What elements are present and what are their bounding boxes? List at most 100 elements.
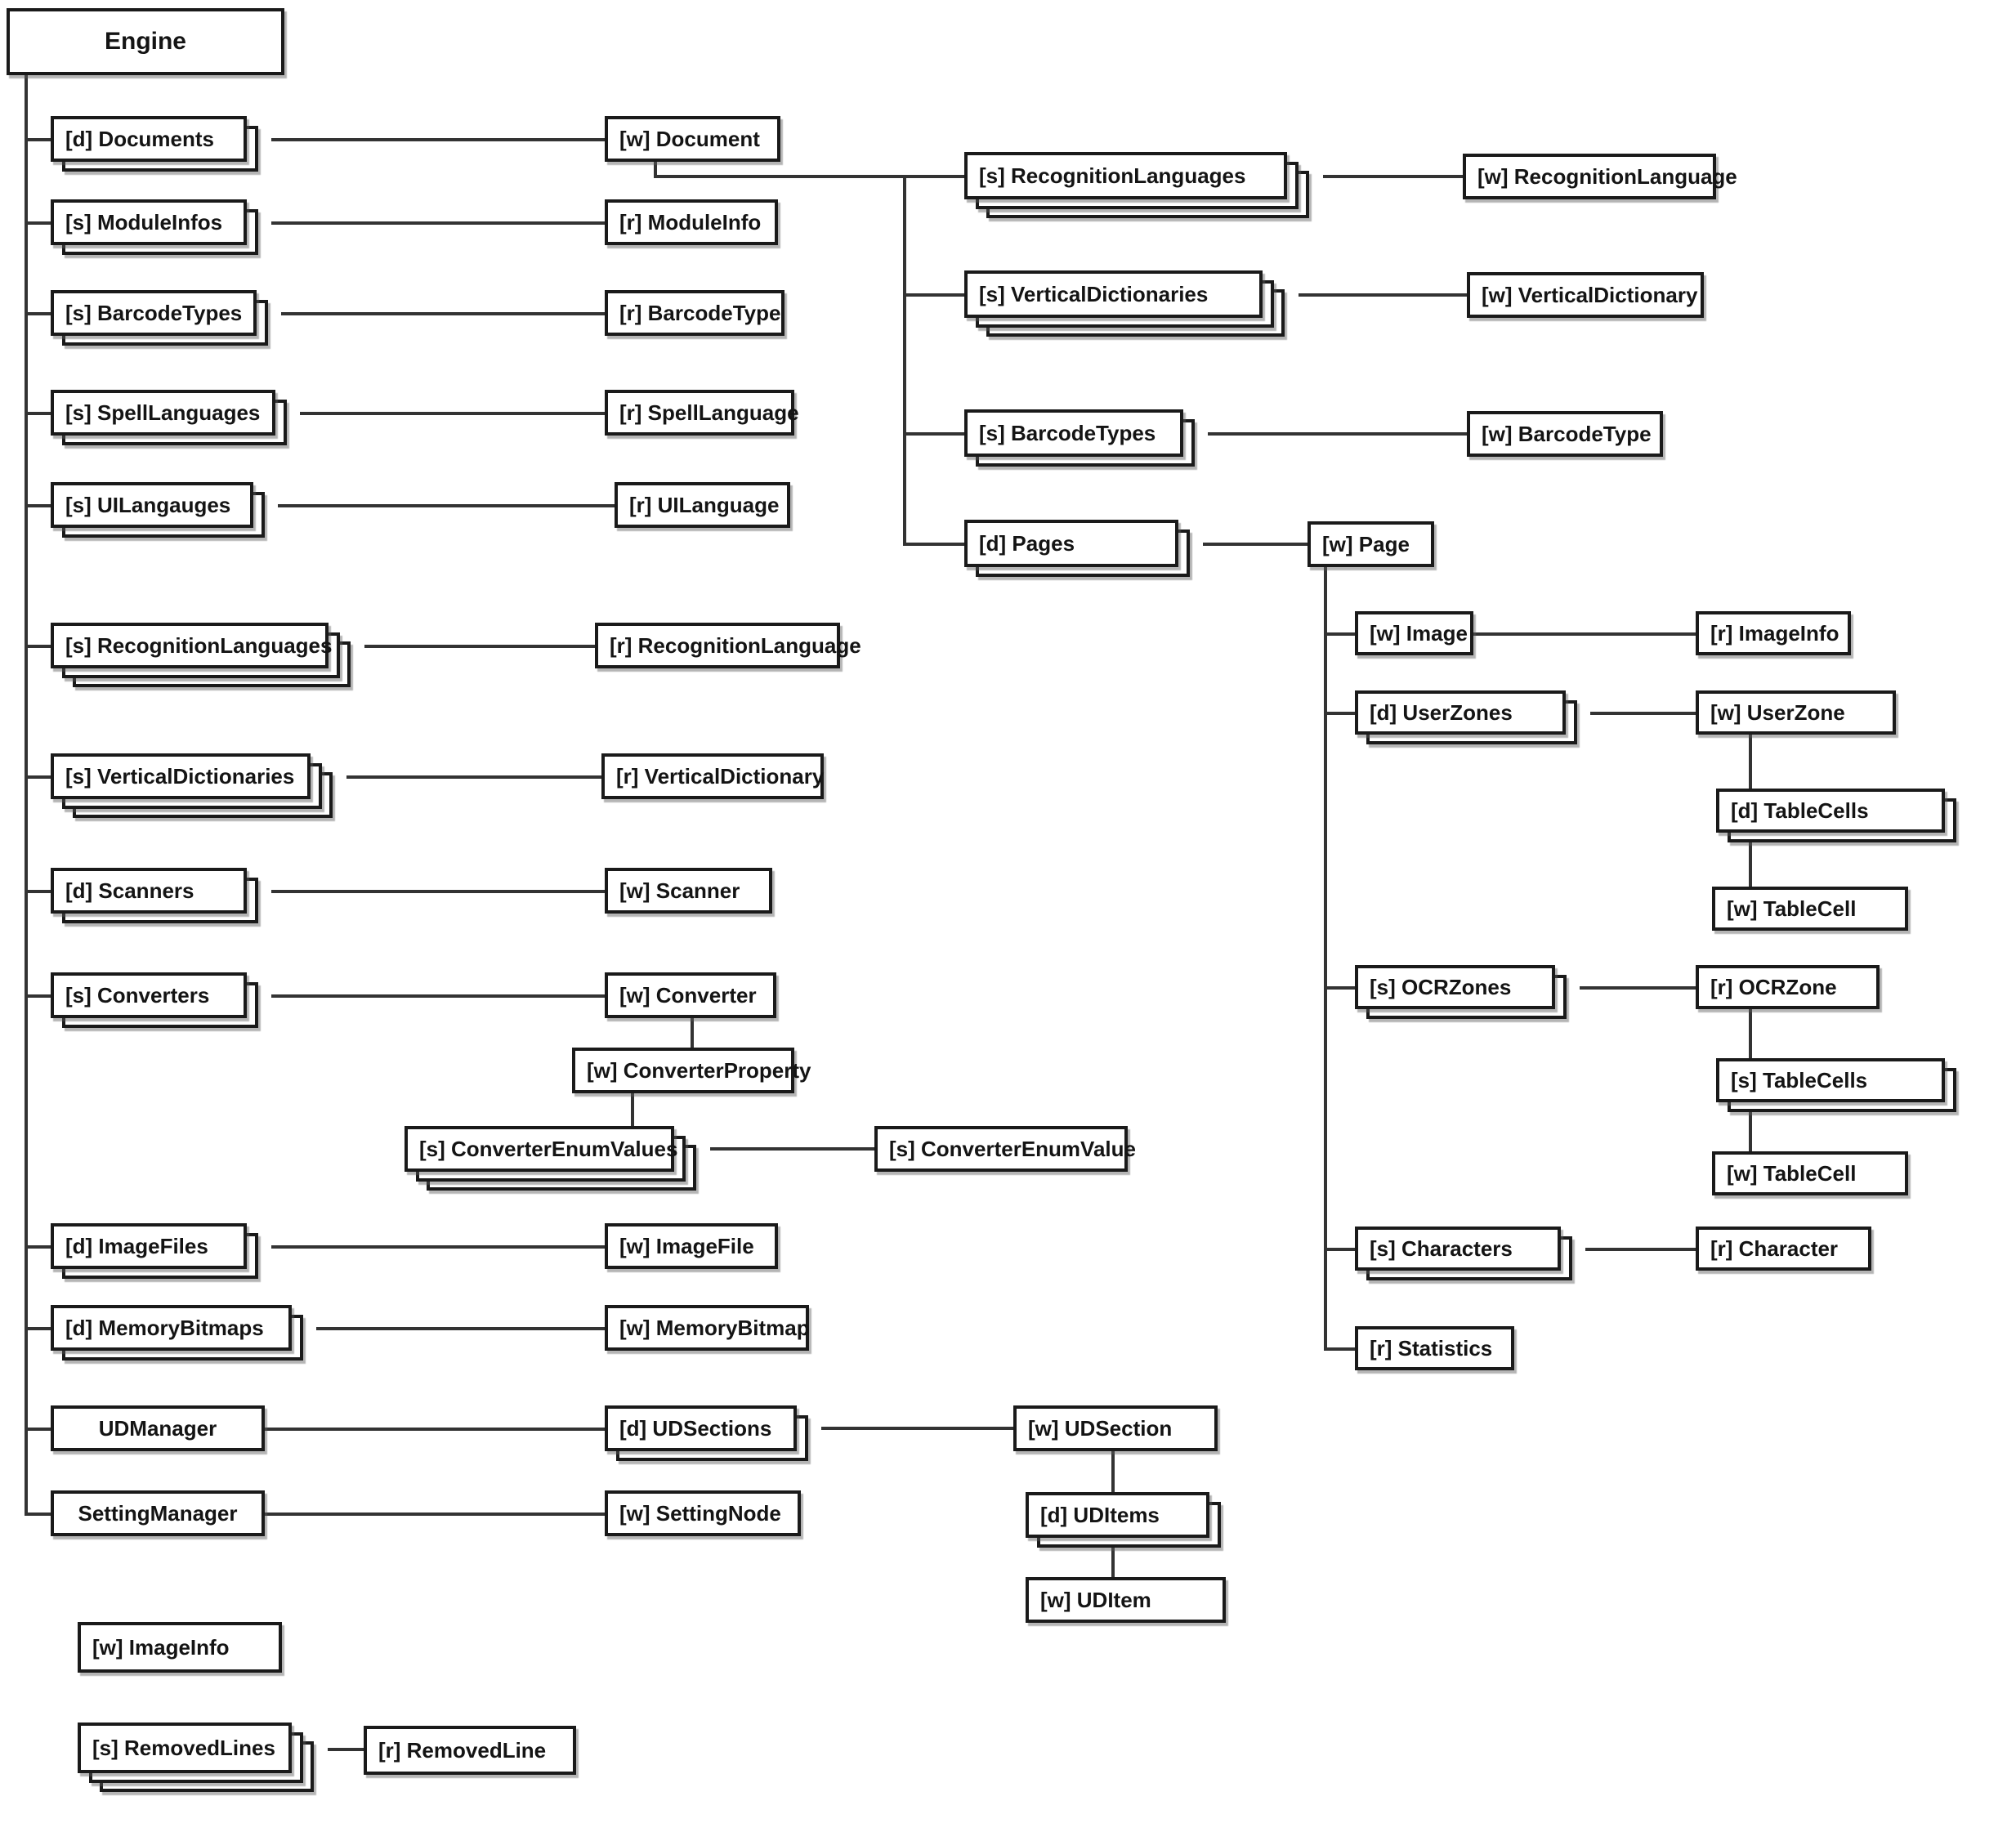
node-doc-recognitionlanguage-label: [w] RecognitionLanguage [1463, 154, 1737, 199]
node-tablecell-w1-label: [w] TableCell [1712, 887, 1908, 931]
connector-line [1580, 986, 1696, 990]
node-converterenumvalue-label: [s] ConverterEnumValue [874, 1126, 1136, 1172]
node-settingnode-label: [w] SettingNode [605, 1490, 801, 1536]
connector-line [1324, 1347, 1355, 1351]
node-tablecell-w2: [w] TableCell [1712, 1151, 1908, 1195]
node-doc-barcodetype-label: [w] BarcodeType [1467, 411, 1663, 457]
node-spelllanguages-label: [s] SpellLanguages [51, 390, 275, 436]
node-converterenumvalue: [s] ConverterEnumValue [874, 1126, 1136, 1172]
node-tablecells-s: [s] TableCells [1716, 1058, 1956, 1112]
node-converterproperty-label: [w] ConverterProperty [572, 1048, 811, 1093]
connector-line [631, 1092, 634, 1128]
node-uditem-label: [w] UDItem [1026, 1577, 1226, 1623]
connector-line [271, 221, 605, 225]
node-barcodetypes-label: [s] BarcodeTypes [51, 290, 257, 336]
connector-line [25, 138, 51, 141]
connector-line [903, 293, 964, 297]
node-ocrzones-label: [s] OCRZones [1355, 965, 1555, 1009]
node-tablecell-w2-label: [w] TableCell [1712, 1151, 1908, 1195]
node-tablecells-d-label: [d] TableCells [1716, 789, 1945, 833]
node-character-label: [r] Character [1696, 1227, 1871, 1271]
node-documents: [d] Documents [51, 116, 258, 172]
connector-line [1749, 833, 1752, 888]
connector-line [25, 312, 51, 315]
connector-line [25, 1327, 51, 1330]
node-imageinfo-r: [r] ImageInfo [1696, 611, 1851, 655]
node-imageinfo-w-label: [w] ImageInfo [78, 1622, 282, 1673]
node-imageinfo-r-label: [r] ImageInfo [1696, 611, 1851, 655]
connector-line [691, 1017, 694, 1049]
node-moduleinfos: [s] ModuleInfos [51, 199, 258, 255]
node-ocrzones: [s] OCRZones [1355, 965, 1567, 1019]
node-uilanguage-label: [r] UILanguage [615, 482, 790, 528]
node-udsection: [w] UDSection [1013, 1405, 1218, 1451]
node-statistics: [r] Statistics [1355, 1326, 1514, 1370]
node-imagefile: [w] ImageFile [605, 1223, 778, 1269]
node-pages: [d] Pages [964, 520, 1190, 577]
connector-line [346, 775, 601, 779]
connector-line [25, 74, 28, 1513]
connector-line [278, 504, 615, 507]
node-document-label: [w] Document [605, 116, 780, 162]
node-spelllanguage-label: [r] SpellLanguage [605, 390, 799, 436]
connector-line [1324, 986, 1355, 990]
node-converter: [w] Converter [605, 972, 776, 1018]
node-doc-verticaldictionary-label: [w] VerticalDictionary [1467, 272, 1704, 318]
connector-line [1473, 632, 1696, 636]
node-doc-recognitionlanguage: [w] RecognitionLanguage [1463, 154, 1737, 199]
node-doc-recognitionlanguages-label: [s] RecognitionLanguages [964, 152, 1287, 199]
node-udsections-label: [d] UDSections [605, 1405, 797, 1451]
connector-line [1324, 1248, 1355, 1251]
node-converters-label: [s] Converters [51, 972, 247, 1018]
node-characters-label: [s] Characters [1355, 1227, 1561, 1271]
node-tablecell-w1: [w] TableCell [1712, 887, 1908, 931]
node-doc-recognitionlanguages: [s] RecognitionLanguages [964, 152, 1309, 218]
node-scanners-label: [d] Scanners [51, 868, 247, 914]
node-imageinfo-w: [w] ImageInfo [78, 1622, 282, 1673]
connector-line [1585, 1248, 1696, 1251]
node-udsections: [d] UDSections [605, 1405, 808, 1461]
node-moduleinfo: [r] ModuleInfo [605, 199, 778, 245]
connector-line [25, 645, 51, 648]
node-imagefile-label: [w] ImageFile [605, 1223, 778, 1269]
node-settingmanager: SettingManager [51, 1490, 265, 1536]
connector-line [328, 1748, 364, 1751]
connector-line [25, 1428, 51, 1431]
connector-line [710, 1147, 874, 1151]
connector-line [1299, 293, 1467, 297]
node-converters: [s] Converters [51, 972, 258, 1028]
node-userzone-label: [w] UserZone [1696, 690, 1896, 735]
connector-line [271, 890, 605, 893]
connector-line [25, 994, 51, 998]
connector-line [1203, 543, 1307, 546]
node-removedlines: [s] RemovedLines [78, 1723, 314, 1792]
node-scanners: [d] Scanners [51, 868, 258, 923]
node-userzones: [d] UserZones [1355, 690, 1577, 744]
node-verticaldictionary-label: [r] VerticalDictionary [601, 753, 824, 799]
node-barcodetype: [r] BarcodeType [605, 290, 784, 336]
node-converter-label: [w] Converter [605, 972, 776, 1018]
node-doc-barcodetype: [w] BarcodeType [1467, 411, 1663, 457]
connector-line [903, 543, 964, 546]
connector-line [1324, 567, 1327, 1350]
connector-line [1749, 1008, 1752, 1060]
connector-line [1111, 1536, 1115, 1579]
node-udmanager: UDManager [51, 1405, 265, 1451]
node-doc-verticaldictionaries-label: [s] VerticalDictionaries [964, 270, 1263, 318]
node-memorybitmaps-label: [d] MemoryBitmaps [51, 1305, 292, 1351]
node-recognitionlanguage-label: [r] RecognitionLanguage [595, 623, 861, 668]
node-imagefiles: [d] ImageFiles [51, 1223, 258, 1279]
connector-line [25, 504, 51, 507]
node-tablecells-d: [d] TableCells [1716, 789, 1956, 842]
node-page: [w] Page [1307, 521, 1434, 567]
connector-line [903, 175, 906, 546]
connector-line [25, 1245, 51, 1249]
node-spelllanguage: [r] SpellLanguage [605, 390, 799, 436]
connector-line [1749, 733, 1752, 790]
node-image: [w] Image [1355, 611, 1473, 655]
connector-line [265, 1428, 605, 1431]
node-characters: [s] Characters [1355, 1227, 1572, 1280]
node-memorybitmaps: [d] MemoryBitmaps [51, 1305, 303, 1361]
node-ocrzone: [r] OCRZone [1696, 965, 1880, 1009]
connector-line [271, 138, 605, 141]
